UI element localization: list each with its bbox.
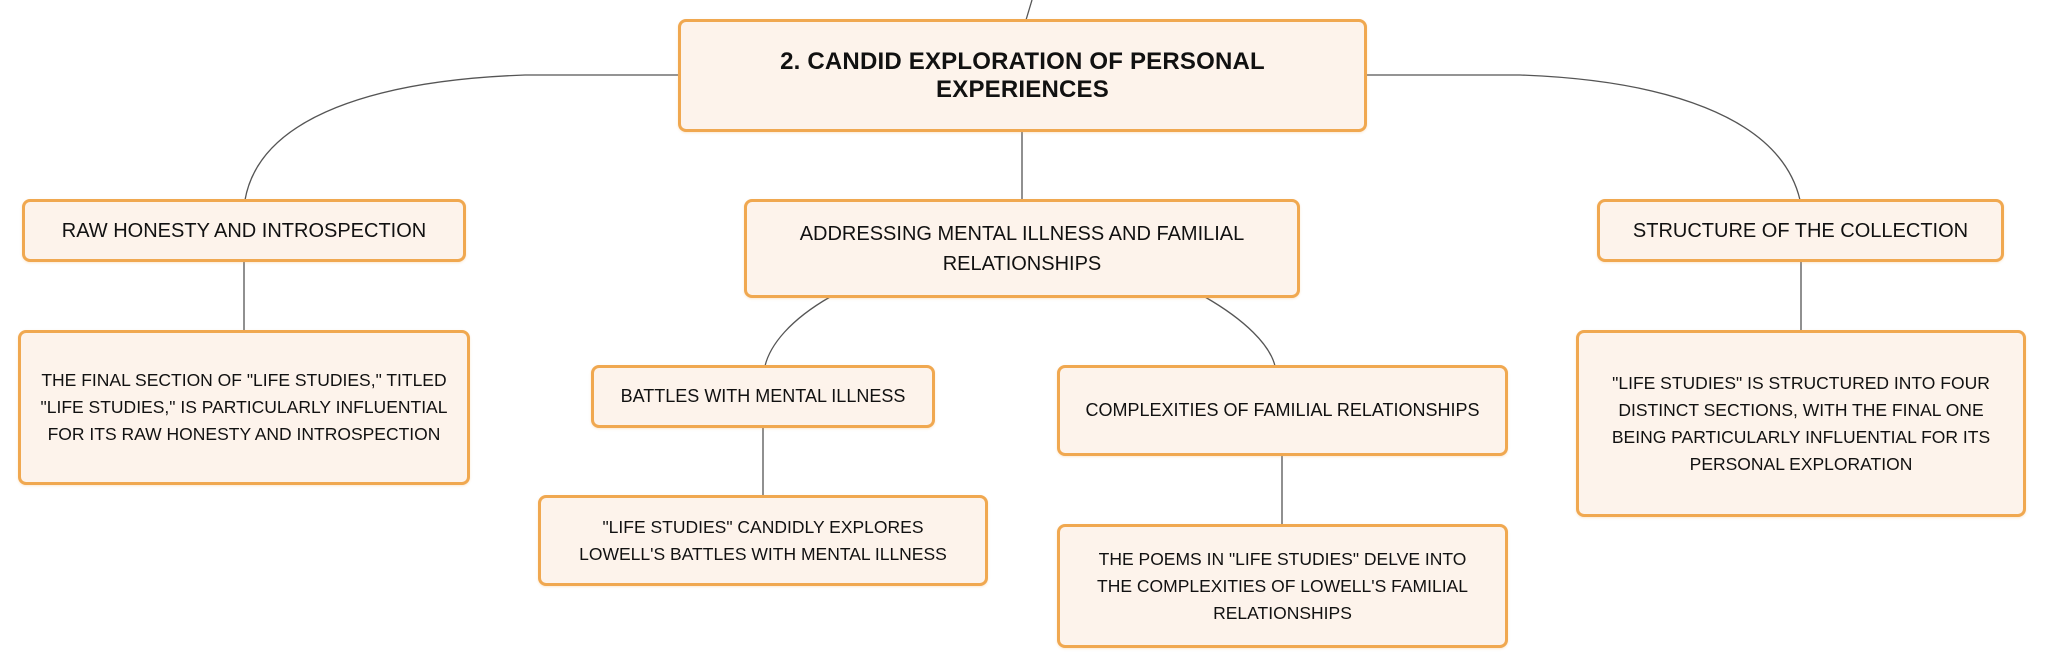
raw-honesty-label: RAW HONESTY AND INTROSPECTION [61, 219, 427, 242]
structure-label: STRUCTURE OF THE COLLECTION [1632, 219, 1969, 242]
root-topic-node[interactable]: 2. CANDID EXPLORATION OF PERSONAL EXPERI… [678, 19, 1367, 132]
addressing-node[interactable]: ADDRESSING MENTAL ILLNESS AND FAMILIAL R… [744, 199, 1300, 298]
complexities-detail-text: THE POEMS IN "LIFE STUDIES" DELVE INTO T… [1097, 548, 1468, 623]
complexities-node[interactable]: COMPLEXITIES OF FAMILIAL RELATIONSHIPS [1057, 365, 1508, 456]
addressing-label: ADDRESSING MENTAL ILLNESS AND FAMILIAL R… [799, 222, 1245, 275]
connector-root-to-raw-honesty [244, 74, 680, 201]
battles-label: BATTLES WITH MENTAL ILLNESS [620, 386, 906, 406]
structure-detail-text: "LIFE STUDIES" IS STRUCTURED INTO FOUR D… [1611, 372, 1991, 474]
root-topic-label: 2. CANDID EXPLORATION OF PERSONAL EXPERI… [780, 47, 1265, 103]
complexities-detail-node[interactable]: THE POEMS IN "LIFE STUDIES" DELVE INTO T… [1057, 524, 1508, 648]
connector-root-to-structure [1366, 74, 1801, 201]
raw-honesty-detail-text: THE FINAL SECTION OF "LIFE STUDIES," TIT… [40, 370, 448, 444]
battles-detail-node[interactable]: "LIFE STUDIES" CANDIDLY EXPLORES LOWELL'… [538, 495, 988, 586]
battles-node[interactable]: BATTLES WITH MENTAL ILLNESS [591, 365, 935, 428]
raw-honesty-detail-node[interactable]: THE FINAL SECTION OF "LIFE STUDIES," TIT… [18, 330, 470, 485]
battles-detail-text: "LIFE STUDIES" CANDIDLY EXPLORES LOWELL'… [579, 516, 947, 564]
raw-honesty-node[interactable]: RAW HONESTY AND INTROSPECTION [22, 199, 466, 262]
structure-detail-node[interactable]: "LIFE STUDIES" IS STRUCTURED INTO FOUR D… [1576, 330, 2026, 517]
connector-top-partial [1025, 0, 1033, 21]
connector-addressing-to-complexities [1204, 296, 1276, 367]
connector-addressing-to-battles [764, 296, 831, 367]
structure-node[interactable]: STRUCTURE OF THE COLLECTION [1597, 199, 2004, 262]
complexities-label: COMPLEXITIES OF FAMILIAL RELATIONSHIPS [1085, 400, 1480, 420]
